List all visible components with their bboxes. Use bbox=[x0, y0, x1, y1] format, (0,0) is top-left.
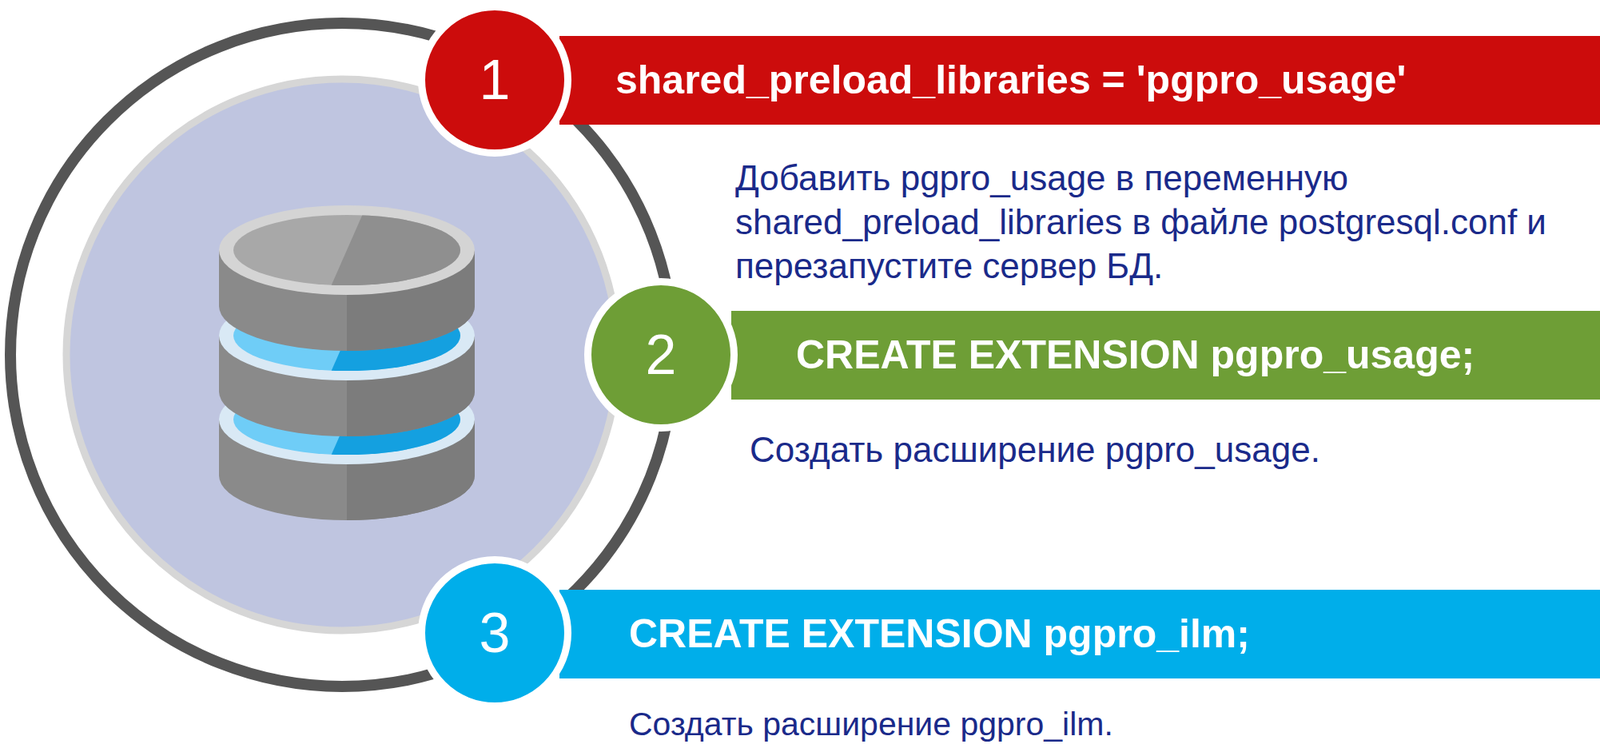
step-description: Добавить pgpro_usage в переменную shared… bbox=[735, 155, 1591, 288]
step-description: Создать расширение pgpro_usage. bbox=[749, 427, 1589, 472]
step-description: Создать расширение pgpro_ilm. bbox=[628, 704, 1589, 744]
db-layer bbox=[218, 205, 480, 351]
step-number: 1 bbox=[479, 51, 511, 108]
command-heading: shared_preload_libraries = 'pgpro_usage' bbox=[615, 58, 1406, 103]
step-number: 2 bbox=[645, 326, 677, 383]
step-number: 3 bbox=[479, 604, 511, 661]
step-bar: CREATE EXTENSION pgpro_ilm;Создать расши… bbox=[559, 589, 1600, 679]
inner-disc bbox=[66, 79, 618, 631]
command-heading: CREATE EXTENSION pgpro_ilm; bbox=[628, 612, 1250, 657]
step-number-circle: 3 bbox=[417, 556, 572, 710]
command-heading: CREATE EXTENSION pgpro_usage; bbox=[796, 333, 1475, 378]
step-number-circle: 2 bbox=[584, 278, 738, 432]
step-bar: shared_preload_libraries = 'pgpro_usage'… bbox=[559, 35, 1600, 125]
step-bar: CREATE EXTENSION pgpro_usage;Создать рас… bbox=[731, 310, 1600, 400]
step-number-circle: 1 bbox=[417, 3, 572, 157]
